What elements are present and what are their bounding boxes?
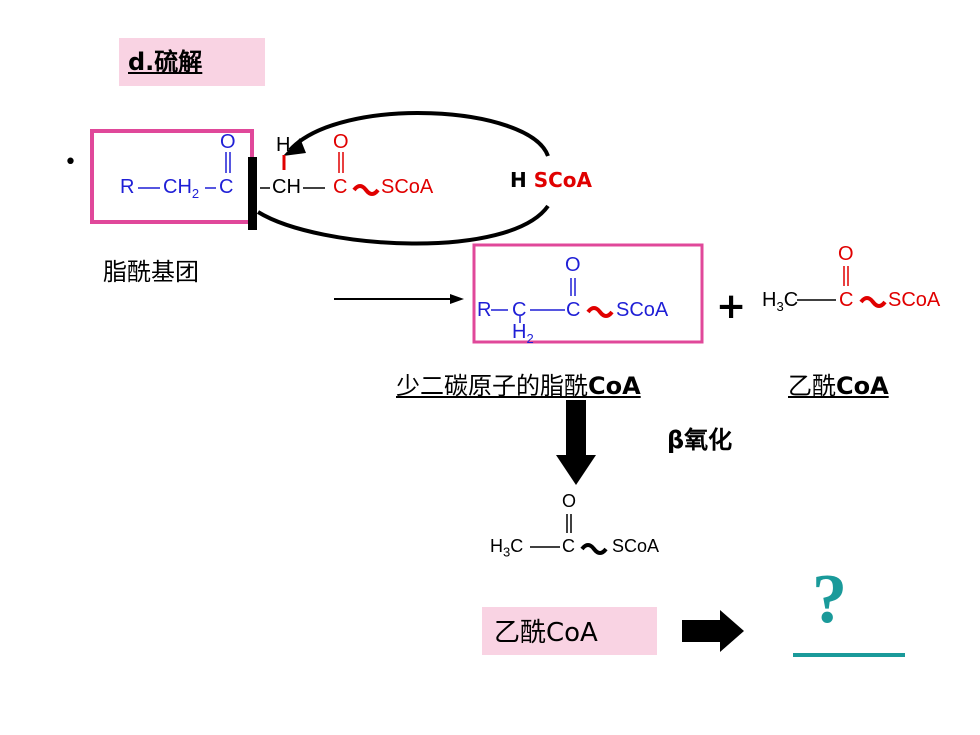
acyl-group-label: 脂酰基团	[103, 258, 199, 286]
question-mark: ?	[812, 561, 847, 638]
upper-arrow-head	[283, 138, 306, 156]
substrate-scoa: SCoA	[381, 176, 434, 198]
acetyl-coa-highlight	[482, 607, 657, 655]
product3-h3c: H3C	[490, 536, 524, 560]
product3-scoa: SCoA	[612, 536, 660, 556]
hscoa-reagent: H SCoA	[510, 168, 593, 192]
product1-oxygen: O	[565, 254, 581, 276]
thioester-oxygen: O	[333, 131, 349, 153]
carbonyl-oxygen: O	[220, 131, 236, 153]
plus-sign: +	[716, 286, 747, 327]
product2-caption: 乙酰CoA	[788, 372, 889, 400]
ch-group: CH	[272, 176, 301, 198]
product-box	[472, 243, 704, 344]
upper-curved-arrow	[288, 111, 550, 157]
product2-oxygen: O	[838, 243, 854, 265]
down-arrow-shaft	[566, 400, 586, 455]
product1-r: R	[477, 299, 492, 321]
block-arrow	[682, 610, 744, 652]
product3-carbonyl: C	[562, 536, 575, 556]
beta-oxidation-label: β氧化	[667, 426, 733, 454]
product3-oxygen: O	[562, 491, 577, 511]
alpha-hydrogen: H	[276, 134, 291, 156]
product1-c: C	[512, 299, 527, 321]
lower-curved-arrow	[256, 204, 550, 246]
cleavage-bar	[248, 157, 257, 230]
product2-carbonyl: C	[839, 289, 854, 311]
product1-scoa: SCoA	[616, 299, 669, 321]
product1-caption: 少二碳原子的脂酰CoA	[396, 372, 641, 400]
slide-title: d.硫解	[128, 48, 203, 76]
product2-scoa: SCoA	[888, 289, 941, 311]
acetyl-coa-label: 乙酰CoA	[494, 618, 598, 648]
product1-carbonyl: C	[566, 299, 581, 321]
product2-h3c: H3C	[762, 289, 799, 314]
product1-h2: H2	[512, 321, 534, 346]
bullet-mark: •	[64, 150, 77, 175]
r-group: R	[120, 176, 135, 198]
ch2-group: CH2	[163, 176, 200, 201]
thioester-carbon: C	[333, 176, 348, 198]
title-highlight	[119, 38, 265, 86]
down-arrow-head	[556, 455, 596, 485]
carbonyl-carbon: C	[219, 176, 234, 198]
